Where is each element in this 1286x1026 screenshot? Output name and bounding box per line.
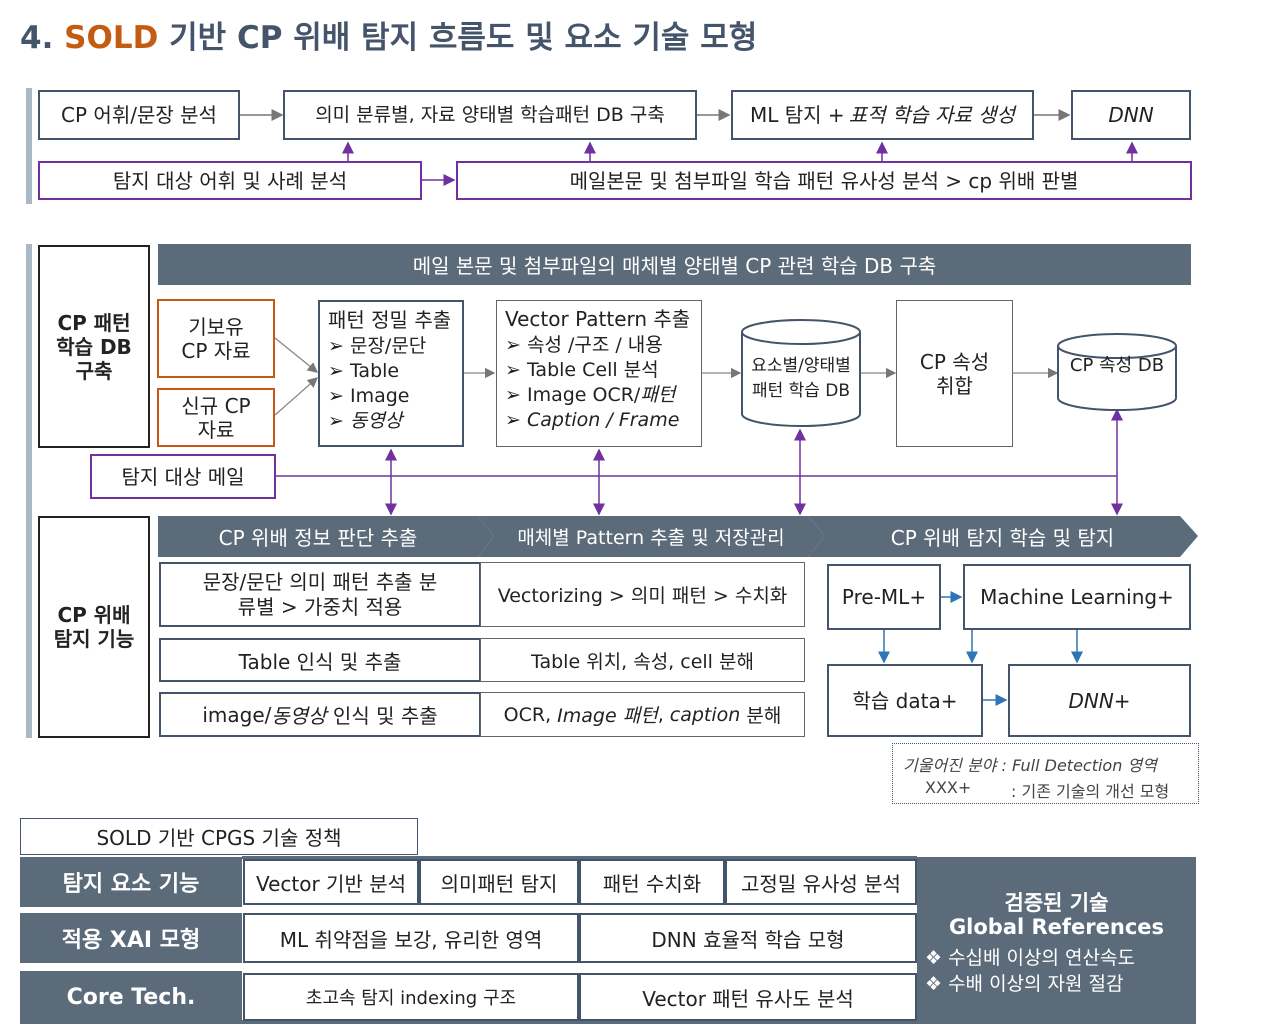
legend-line1: 기울어진 분야 : Full Detection 영역 xyxy=(903,756,1157,775)
db-section-header: 메일 본문 및 첨부파일의 매체별 양태별 CP 관련 학습 DB 구축 xyxy=(158,244,1191,285)
cp-attr-merge: CP 속성 취합 xyxy=(896,300,1013,447)
step-ml-detect: ML 탐지 + 표적 학습 자료 생성 xyxy=(731,90,1034,140)
title-highlight: SOLD xyxy=(64,20,159,56)
arrow-new xyxy=(274,377,318,416)
pattern-extract-title: 패턴 정밀 추출 xyxy=(328,308,452,332)
detect-section-label: CP 위배 탐지 기능 xyxy=(38,516,150,738)
page-title: 4. SOLD 기반 CP 위배 탐지 흐름도 및 요소 기술 모형 xyxy=(20,12,757,57)
new-cp-data: 신규 CP 자료 xyxy=(157,388,275,447)
vector-pattern-box: Vector Pattern 추출 속성 /구조 / 내용 Table Cell… xyxy=(496,300,702,447)
extract-item: 동영상 xyxy=(328,409,454,434)
arrow-existing xyxy=(274,337,319,373)
step-cp-analysis: CP 어휘/문장 분석 xyxy=(38,90,240,140)
db1-cylinder xyxy=(741,319,861,427)
row1-left: 문장/문단 의미 패턴 추출 분류별 > 가중치 적용 xyxy=(159,562,481,627)
verified-item: ❖ 수십배 이상의 연산속도 xyxy=(925,947,1135,969)
sub-target-analysis: 탐지 대상 어휘 및 사례 분석 xyxy=(38,161,422,200)
chevron-2-shape xyxy=(478,516,825,557)
policy-r1c4: 고정밀 유사성 분석 xyxy=(725,859,917,905)
pattern-extract-box: 패턴 정밀 추출 문장/문단 Table Image 동영상 xyxy=(318,300,464,447)
legend-xxx: XXX+ xyxy=(925,778,972,797)
policy-r2c2: DNN 효율적 학습 모형 xyxy=(579,913,917,963)
extract-item: Table xyxy=(328,359,454,384)
policy-r1c1: Vector 기반 분석 xyxy=(243,859,419,905)
verified-item: ❖ 수배 이상의 자원 절감 xyxy=(925,973,1124,995)
chevron-cp-judge: CP 위배 정보 판단 추출 xyxy=(218,526,418,550)
main-accent-bar xyxy=(26,244,32,738)
top-flow-accent-bar xyxy=(26,88,32,204)
diamond-bullet-icon: ❖ xyxy=(925,973,949,995)
row3-left: image/동영상 인식 및 추출 xyxy=(159,692,481,737)
vector-item: 속성 /구조 / 내용 xyxy=(505,333,693,358)
verified-title: 검증된 기술 xyxy=(1004,891,1109,915)
step-pattern-db: 의미 분류별, 자료 양태별 학습패턴 DB 구축 xyxy=(283,90,697,140)
row-label-core: Core Tech. xyxy=(20,971,242,1023)
sub-similarity-analysis: 메일본문 및 첨부파일 학습 패턴 유사성 분석 > cp 위배 판별 xyxy=(456,161,1192,200)
policy-r2c1: ML 취약점을 보강, 유리한 영역 xyxy=(243,913,579,963)
verified-subtitle: Global References xyxy=(948,915,1165,939)
vector-item: Image OCR/패턴 xyxy=(505,383,693,408)
legend-line2: : 기존 기술의 개선 모형 xyxy=(1011,782,1170,801)
legend-box: 기울어진 분야 : Full Detection 영역 XXX+ : 기존 기술… xyxy=(892,743,1199,804)
policy-bottom-band xyxy=(20,1020,1196,1024)
db2-cylinder xyxy=(1057,333,1177,411)
dnn-plus: DNN+ xyxy=(1008,664,1191,737)
policy-top-band xyxy=(242,856,917,859)
db2-label: CP 속성 DB xyxy=(1069,355,1165,376)
title-rest: 기반 CP 위배 탐지 흐름도 및 요소 기술 모형 xyxy=(169,20,758,56)
vector-pattern-title: Vector Pattern 추출 xyxy=(505,307,691,331)
policy-r3c1: 초고속 탐지 indexing 구조 xyxy=(243,973,579,1021)
step-dnn: DNN xyxy=(1071,90,1191,140)
row-label-detect: 탐지 요소 기능 xyxy=(20,857,242,907)
existing-cp-data: 기보유 CP 자료 xyxy=(157,299,275,378)
title-number: 4. xyxy=(20,20,54,56)
chevron-learn-detect: CP 위배 탐지 학습 및 탐지 xyxy=(890,526,1115,550)
db-section-label: CP 패턴 학습 DB 구축 xyxy=(38,245,150,448)
verified-panel: 검증된 기술 Global References ❖ 수십배 이상의 연산속도 … xyxy=(917,857,1196,1023)
extract-item: Image xyxy=(328,384,454,409)
policy-title: SOLD 기반 CPGS 기술 정책 xyxy=(20,818,418,855)
policy-r3c2: Vector 패턴 유사도 분석 xyxy=(579,973,917,1021)
machine-learning: Machine Learning+ xyxy=(963,564,1191,630)
row2-left: Table 인식 및 추출 xyxy=(159,638,481,682)
chevron-pattern-store: 매체별 Pattern 추출 및 저장관리 xyxy=(517,527,785,549)
policy-r1c3: 패턴 수치화 xyxy=(579,859,725,905)
vector-item: Table Cell 분석 xyxy=(505,358,693,383)
pre-ml: Pre-ML+ xyxy=(827,564,941,630)
row3-right: OCR, Image 패턴, caption 분해 xyxy=(480,692,805,737)
vector-item: Caption / Frame xyxy=(505,408,693,433)
target-mail: 탐지 대상 메일 xyxy=(90,454,276,499)
extract-item: 문장/문단 xyxy=(328,334,454,359)
chevron-1-shape xyxy=(158,516,494,557)
db1-label: 요소별/양태별 패턴 학습 DB xyxy=(751,356,851,401)
learning-data: 학습 data+ xyxy=(827,664,983,737)
row2-right: Table 위치, 속성, cell 분해 xyxy=(480,638,805,682)
chevron-3-shape xyxy=(808,516,1198,557)
row1-right: Vectorizing > 의미 패턴 > 수치화 xyxy=(480,562,805,627)
policy-r1c2: 의미패턴 탐지 xyxy=(419,859,579,905)
row-label-xai: 적용 XAI 모형 xyxy=(20,913,242,963)
diamond-bullet-icon: ❖ xyxy=(925,947,949,969)
